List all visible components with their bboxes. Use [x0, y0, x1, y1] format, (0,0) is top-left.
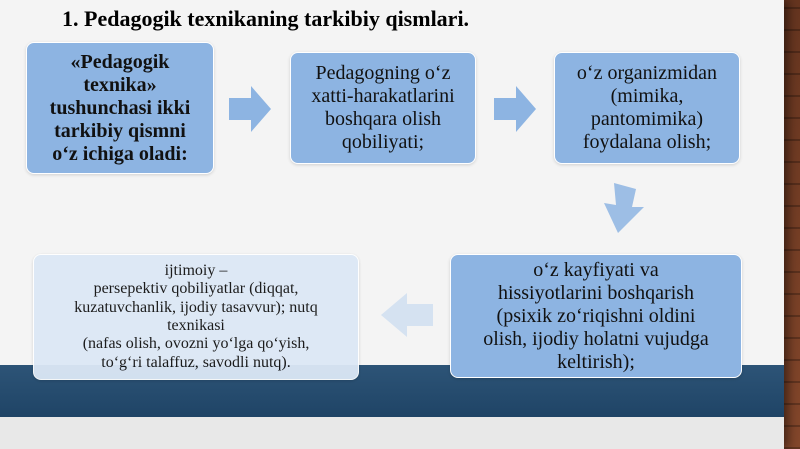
box-text: o‘z kayfiyati va hissiyotlarini boshqari…	[483, 258, 709, 373]
decorative-strip	[0, 417, 784, 449]
slide-title: 1. Pedagogik texnikaning tarkibiy qismla…	[62, 6, 470, 31]
arrow-right-icon	[229, 86, 271, 132]
box-ijtimoiy-persepektiv: ijtimoiy – persepektiv qobiliyatlar (diq…	[33, 254, 359, 380]
box-pedagogik-texnika: «Pedagogik texnika» tushunchasi ikki tar…	[26, 42, 214, 174]
box-pedagog-qobiliyati: Pedagogning o‘z xatti-harakatlarini bosh…	[290, 52, 476, 164]
arrow-right-icon	[494, 86, 536, 132]
arrow-down-icon	[604, 183, 644, 233]
arrow-left-icon	[381, 293, 433, 337]
box-text: ijtimoiy – persepektiv qobiliyatlar (diq…	[74, 261, 318, 371]
box-kayfiyat: o‘z kayfiyati va hissiyotlarini boshqari…	[450, 254, 742, 378]
box-text: «Pedagogik texnika» tushunchasi ikki tar…	[49, 50, 191, 165]
box-text: Pedagogning o‘z xatti-harakatlarini bosh…	[311, 62, 455, 153]
box-text: o‘z organizmidan (mimika, pantomimika) f…	[576, 62, 718, 153]
box-organizm: o‘z organizmidan (mimika, pantomimika) f…	[554, 52, 740, 164]
